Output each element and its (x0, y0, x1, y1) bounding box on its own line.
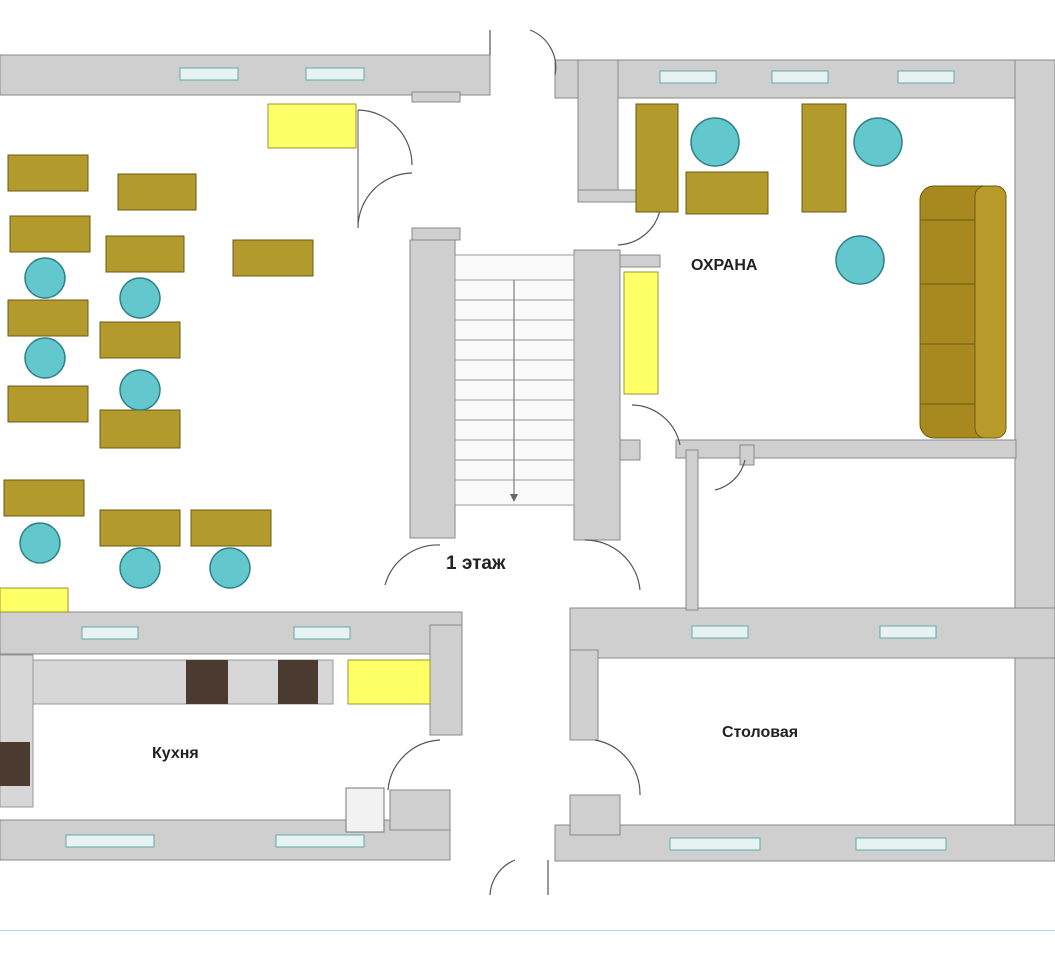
chair-icon (209, 547, 251, 589)
sofa-icon (919, 185, 1007, 439)
desk-icon (105, 235, 185, 273)
window-icon (879, 625, 937, 639)
door-icon (357, 172, 413, 229)
window-icon (275, 834, 365, 848)
desk-icon (7, 299, 89, 337)
walls (0, 54, 1055, 862)
chair-icon (119, 369, 161, 411)
window-icon (179, 67, 239, 81)
door-icon (617, 209, 661, 246)
doors (357, 29, 746, 896)
desk-icon (99, 409, 181, 449)
desk-icon (190, 509, 272, 547)
desk-icon (7, 385, 89, 423)
divider (0, 930, 1055, 931)
chair-icon (119, 277, 161, 319)
chair-icon (853, 117, 903, 167)
desk-icon (801, 103, 847, 213)
office-furniture (0, 103, 357, 613)
window-icon (81, 626, 139, 640)
door-icon (489, 859, 516, 896)
door-icon (529, 29, 557, 76)
window-icon (305, 67, 365, 81)
window-icon (771, 70, 829, 84)
desk-icon (117, 173, 197, 211)
chair-icon (835, 235, 885, 285)
window-icon (293, 626, 351, 640)
door-icon (357, 109, 413, 166)
stairs-icon (454, 254, 575, 506)
desk-icon (232, 239, 314, 277)
door-icon (594, 739, 641, 796)
security-furniture (623, 103, 1007, 439)
security-room-label: ОХРАНА (691, 257, 758, 274)
door-icon (384, 544, 441, 586)
desk-icon (0, 587, 69, 613)
window-icon (691, 625, 749, 639)
chair-icon (24, 257, 66, 299)
desk-icon (267, 103, 357, 149)
chair-icon (19, 522, 61, 564)
chair-icon (24, 337, 66, 379)
dining-room-label: Столовая (722, 724, 798, 741)
windows (65, 67, 955, 851)
chair-icon (690, 117, 740, 167)
desk-icon (9, 215, 91, 253)
window-icon (669, 837, 761, 851)
desk-icon (99, 321, 181, 359)
desk-icon (623, 271, 659, 395)
door-icon (631, 404, 681, 446)
desk-icon (99, 509, 181, 547)
desk-icon (7, 154, 89, 192)
desk-icon (635, 103, 679, 213)
desk-icon (347, 659, 431, 705)
window-icon (855, 837, 947, 851)
window-icon (65, 834, 155, 848)
window-icon (659, 70, 717, 84)
door-icon (387, 739, 441, 791)
desk-icon (685, 171, 769, 215)
kitchen-label: Кухня (152, 745, 199, 762)
floor-label: 1 этаж (446, 553, 506, 574)
door-icon (584, 539, 641, 591)
chair-icon (119, 547, 161, 589)
desk-icon (3, 479, 85, 517)
window-icon (897, 70, 955, 84)
door-icon (714, 459, 746, 491)
